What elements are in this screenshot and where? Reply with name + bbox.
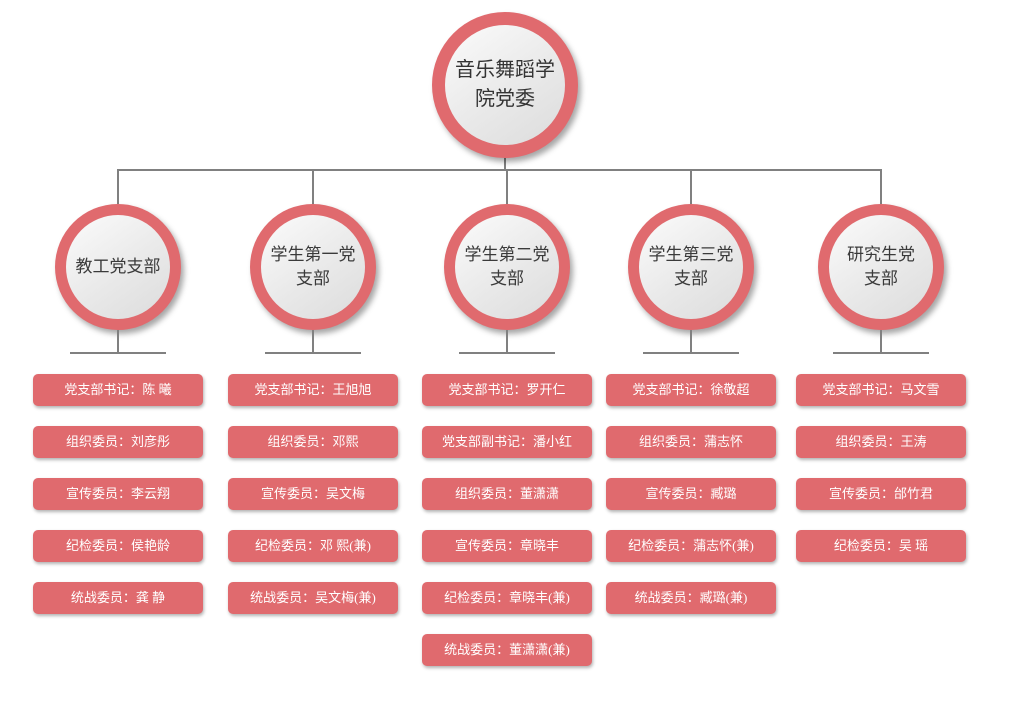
member-box: 组织委员：邓熙 [228,426,398,458]
branch-node: 学生第一党 支部 [250,204,376,330]
member-box: 宣传委员：章晓丰 [422,530,592,562]
branch-node-label: 学生第二党 支部 [464,245,550,288]
member-box: 纪检委员：侯艳龄 [33,530,203,562]
branch-bar-line [833,352,929,354]
branch-column-3: 学生第二党 支部 党支部书记：罗开仁 党支部副书记：潘小红 组织委员：董潇潇 宣… [412,204,602,686]
branch-stem-line [506,330,508,352]
branch-node-label: 教工党支部 [75,257,161,277]
member-box: 统战委员：臧璐(兼) [606,582,776,614]
connector-drop-3 [506,169,508,204]
member-box: 宣传委员：臧璐 [606,478,776,510]
branch-node-circle: 教工党支部 [66,215,170,319]
root-node: 音乐舞蹈学 院党委 [432,12,578,158]
branch-stem-line [880,330,882,352]
connector-root-stem [504,158,506,170]
member-box: 纪检委员：章晓丰(兼) [422,582,592,614]
branch-node-label: 学生第一党 支部 [270,245,356,288]
member-box: 纪检委员：吴 瑶 [796,530,966,562]
branch-column-1: 教工党支部 党支部书记：陈 曦 组织委员：刘彦彤 宣传委员：李云翔 纪检委员：侯… [23,204,213,634]
branch-column-2: 学生第一党 支部 党支部书记：王旭旭 组织委员：邓熙 宣传委员：吴文梅 纪检委员… [218,204,408,634]
branch-node-label: 学生第三党 支部 [648,245,734,288]
member-box: 党支部书记：王旭旭 [228,374,398,406]
branch-node-label: 研究生党 支部 [847,245,915,288]
connector-drop-1 [117,169,119,204]
member-box: 统战委员：龚 静 [33,582,203,614]
connector-drop-4 [690,169,692,204]
branch-node-circle: 学生第二党 支部 [455,215,559,319]
branch-column-4: 学生第三党 支部 党支部书记：徐敬超 组织委员：蒲志怀 宣传委员：臧璐 纪检委员… [596,204,786,634]
member-box: 宣传委员：李云翔 [33,478,203,510]
member-box: 宣传委员：邰竹君 [796,478,966,510]
branch-stem-line [117,330,119,352]
member-box: 组织委员：董潇潇 [422,478,592,510]
branch-stem-line [312,330,314,352]
connector-drop-2 [312,169,314,204]
member-box: 组织委员：王涛 [796,426,966,458]
branch-stem-line [690,330,692,352]
branch-bar-line [265,352,361,354]
connector-drop-5 [880,169,882,204]
member-box: 组织委员：刘彦彤 [33,426,203,458]
member-box: 党支部书记：陈 曦 [33,374,203,406]
root-node-label: 音乐舞蹈学 院党委 [455,59,555,110]
branch-node: 教工党支部 [55,204,181,330]
member-box: 党支部副书记：潘小红 [422,426,592,458]
branch-bar-line [643,352,739,354]
branch-node: 研究生党 支部 [818,204,944,330]
branch-bar-line [70,352,166,354]
branch-node-circle: 学生第三党 支部 [639,215,743,319]
member-box: 宣传委员：吴文梅 [228,478,398,510]
branch-node-circle: 学生第一党 支部 [261,215,365,319]
member-box: 党支部书记：徐敬超 [606,374,776,406]
branch-bar-line [459,352,555,354]
member-box: 组织委员：蒲志怀 [606,426,776,458]
connector-horizontal-rail [117,169,882,171]
member-box: 党支部书记：马文雪 [796,374,966,406]
member-box: 统战委员：吴文梅(兼) [228,582,398,614]
root-node-circle: 音乐舞蹈学 院党委 [445,25,565,145]
member-box: 党支部书记：罗开仁 [422,374,592,406]
branch-node: 学生第二党 支部 [444,204,570,330]
member-box: 纪检委员：邓 熙(兼) [228,530,398,562]
member-box: 统战委员：董潇潇(兼) [422,634,592,666]
branch-node-circle: 研究生党 支部 [829,215,933,319]
branch-column-5: 研究生党 支部 党支部书记：马文雪 组织委员：王涛 宣传委员：邰竹君 纪检委员：… [786,204,976,582]
member-box: 纪检委员：蒲志怀(兼) [606,530,776,562]
branch-node: 学生第三党 支部 [628,204,754,330]
